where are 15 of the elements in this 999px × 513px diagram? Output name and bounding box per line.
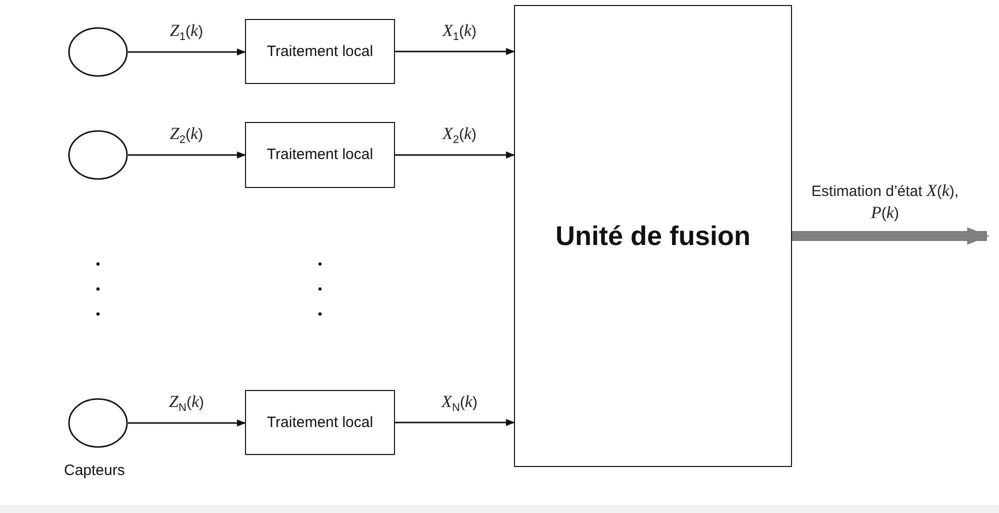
process-box: Traitement local [245,122,395,188]
circle-node [68,398,128,448]
arrow [128,151,246,159]
arrow [395,151,515,159]
arrow [395,48,515,56]
output-arrow [792,227,990,245]
arrow [395,418,515,426]
process-box: Traitement local [245,390,395,455]
process-box: Traitement local [245,19,395,84]
fusion-unit-box: Unité de fusion [514,5,792,467]
node-caption: Capteurs [64,462,125,479]
circle-node [68,27,128,77]
circle-node [68,130,128,180]
arrow [128,419,246,427]
arrow [128,48,246,56]
